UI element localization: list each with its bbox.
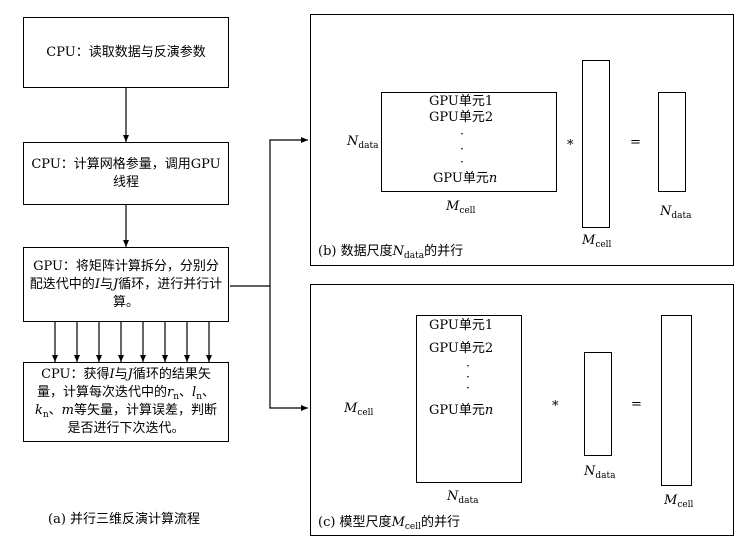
flow-step-read-data-text: CPU：读取数据与反演参数 [46,44,206,60]
panel-b-row-label: Ndata [347,134,379,151]
panel-c-vector-label: Ndata [584,464,616,481]
caption-a: (a) 并行三维反演计算流程 [48,512,201,527]
panel-c-gpu-unit-2: GPU单元2 [428,341,495,356]
parallel-arrows [52,322,212,362]
panel-c-ellipsis-dot: · [466,381,470,395]
flow-step-gpu-split: GPU：将矩阵计算拆分，分别分配迭代中的I与J循环，进行并行计算。 [23,247,229,322]
caption-b: (b) 数据尺度Ndata的并行 [318,244,464,261]
panel-b-equals-sign: = [630,135,641,150]
branch-line [230,137,308,287]
panel-b-gpu-unit-1: GPU单元1 [428,94,495,109]
flow-step-compute-grid-text: CPU：计算网格参量，调用GPU线程 [31,156,221,190]
flow-step-gpu-split-text: GPU：将矩阵计算拆分，分别分配迭代中的I与J循环，进行并行计算。 [29,258,223,310]
panel-c-gpu-unit-n: GPU单元n [428,403,495,418]
panel-c-result-label: Mcell [664,493,694,510]
panel-b-ellipsis-dot: · [460,142,464,156]
panel-c-ellipsis-dot: · [466,359,470,373]
flow-step-cpu-iterate: CPU：获得I与J循环的结果矢量，计算每次迭代中的rn、ln、kn、m等矢量，计… [23,362,229,442]
panel-c-result-vector [661,315,692,486]
panel-c-matrix [416,315,522,483]
panel-b-matrix [381,92,557,192]
panel-c-multiply-sign: * [552,399,559,414]
panel-b-multiply-sign: * [567,138,574,153]
flow-step-read-data: CPU：读取数据与反演参数 [23,17,229,88]
panel-b-gpu-unit-2: GPU单元2 [428,110,495,125]
panel-b-input-vector [582,60,610,228]
panel-b-ellipsis-dot: · [460,155,464,169]
panel-b-vector-label: Mcell [582,233,612,250]
panel-b-result-vector [658,92,686,192]
panel-c-row-label: Mcell [344,401,374,418]
branch-line-lower [269,286,308,411]
flow-step-compute-grid: CPU：计算网格参量，调用GPU线程 [23,142,229,205]
panel-b-gpu-unit-n: GPU单元n [432,171,499,186]
panel-c-gpu-unit-1: GPU单元1 [428,318,495,333]
panel-c-col-label: Ndata [447,489,479,506]
panel-c-input-vector [584,352,612,456]
caption-c: (c) 模型尺度Mcell的并行 [318,515,461,532]
panel-c-ellipsis-dot: · [466,370,470,384]
panel-b-ellipsis-dot: · [460,127,464,141]
panel-b-result-label: Ndata [660,204,692,221]
panel-b-col-label: Mcell [446,199,476,216]
panel-c-equals-sign: = [631,397,642,412]
flow-step-cpu-iterate-text: CPU：获得I与J循环的结果矢量，计算每次迭代中的rn、ln、kn、m等矢量，计… [34,367,218,436]
